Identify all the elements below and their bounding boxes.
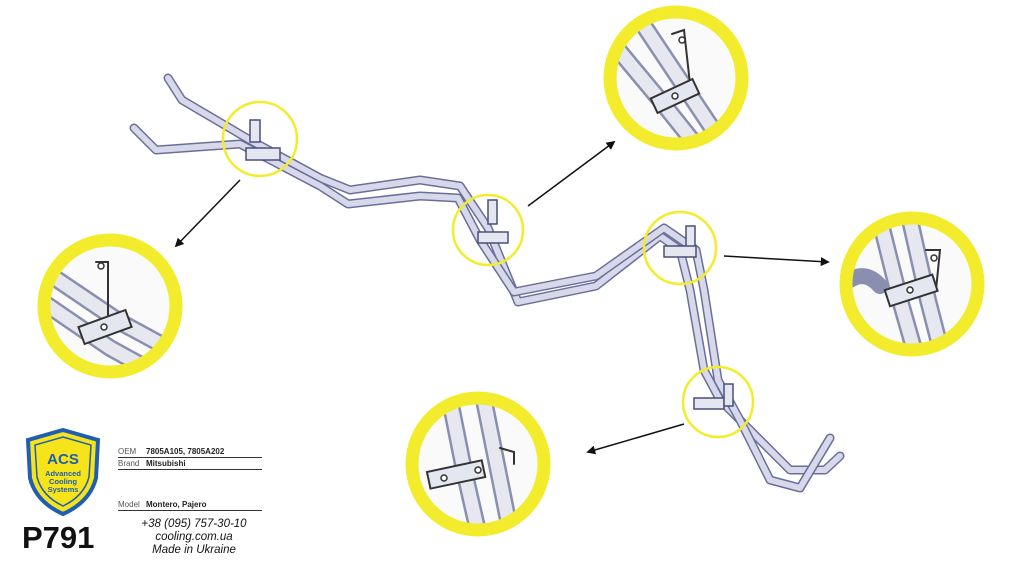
spec-model-label: Model [118,500,140,509]
highlight-rings [221,100,755,439]
highlight-ring-4 [681,365,755,439]
highlight-ring-3 [642,210,718,286]
zoom-detail-4 [405,391,551,537]
spec-oem: OEM 7805A105, 7805A202 [118,446,262,458]
spec-brand: Brand Mitsubishi [118,458,262,470]
highlight-ring-2 [451,193,525,267]
highlight-ring-1 [221,100,299,178]
spec-oem-value: 7805A105, 7805A202 [146,447,225,456]
zoom-detail-3 [839,211,985,357]
bracket-2 [477,199,509,244]
spec-brand-value: Mitsubishi [146,459,186,468]
shield-logo-icon: ACS Advanced Cooling Systems [25,428,101,516]
zoom-detail-1 [37,233,183,379]
arrow-icon [527,140,616,207]
bracket-1 [245,119,281,161]
arrow-icon [586,423,685,455]
spec-brand-label: Brand [118,459,140,468]
arrow-icon [723,255,830,267]
logo-line-2: Cooling [49,477,77,486]
spec-oem-label: OEM [118,447,137,456]
arrow-icon [174,179,241,248]
contact-phone: +38 (095) 757-30-10 [141,518,247,530]
callout-arrows [174,140,830,455]
logo-abbr: ACS [47,451,79,468]
spec-model-value: Montero, Pajero [146,500,207,509]
pipe-tube-b [129,123,835,493]
contact-website: cooling.com.ua [155,531,233,543]
spec-model: Model Montero, Pajero [118,499,262,511]
bracket-3 [663,225,697,258]
logo-line-1: Advanced [45,469,81,478]
logo-line-3: Systems [48,485,79,494]
part-number: P791 [22,520,95,555]
contact-origin: Made in Ukraine [152,544,236,556]
bracket-4 [693,383,734,410]
zoom-detail-2 [603,5,749,151]
